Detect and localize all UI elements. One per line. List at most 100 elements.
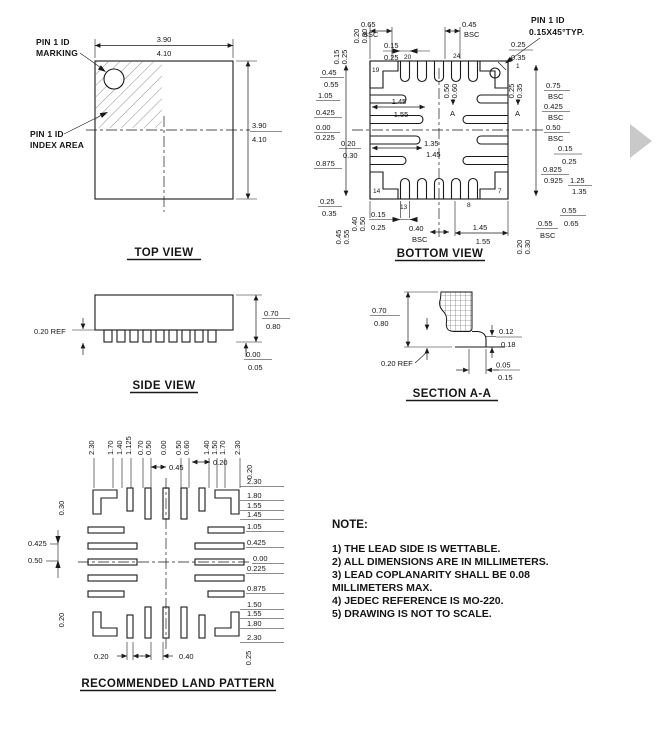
wettable-flank-profile <box>472 330 487 347</box>
ordinate-label: 0.70 <box>136 440 145 455</box>
dim-label: 0.25 <box>371 223 386 232</box>
ordinate-label: 0.875 <box>247 584 266 593</box>
dim-label: BSC <box>363 30 379 39</box>
ordinate-label: 1.55 <box>247 501 262 510</box>
cursor-artifact <box>630 124 652 158</box>
pin1-index-label: INDEX AREA <box>30 140 84 150</box>
dim-label: BSC <box>412 235 428 244</box>
dim-label: 0.50 <box>358 217 367 232</box>
ordinate-label: 1.55 <box>247 609 262 618</box>
side-view: 0.20 REF 0.70 0.80 0.00 0.05 SIDE VIEW <box>34 294 290 394</box>
dim-label: 0.40 <box>409 224 424 233</box>
dim-label: 0.15 <box>558 144 573 153</box>
dim-label: 0.15 <box>384 41 399 50</box>
land-pattern: 2.30 1.70 1.40 1.125 0.70 0.50 0.00 0.50… <box>28 436 284 692</box>
dim-label: 0.25 <box>511 40 526 49</box>
bottom-view: 0.65 BSC 0.45 BSC 0.15 0.25 0.20 0.30 0.… <box>314 15 592 262</box>
dim-label: 0.60 <box>450 84 459 99</box>
dim-label: 1.55 <box>476 237 491 246</box>
dim-label: 4.10 <box>252 135 267 144</box>
ordinate-label: 1.05 <box>247 522 262 531</box>
note-line: MILLIMETERS MAX. <box>332 582 432 594</box>
pin-number: 20 <box>404 54 412 61</box>
ordinate-label: 1.50 <box>247 600 262 609</box>
corner-pad <box>479 60 509 89</box>
section-title: SECTION A-A <box>413 388 492 400</box>
dim-label: 0.35 <box>322 209 337 218</box>
dim-label: 0.30 <box>57 501 66 516</box>
ordinate-label: 1.70 <box>218 440 227 455</box>
ordinate-label: 2.30 <box>87 440 96 455</box>
dim-label: 0.45 <box>462 20 477 29</box>
dim-label: 0.20 <box>515 240 524 255</box>
notes: NOTE: 1) THE LEAD SIDE IS WETTABLE. 2) A… <box>332 519 549 620</box>
dim-label: 0.45 <box>169 463 184 472</box>
dim-label: 1.35 <box>572 187 587 196</box>
land-left-pads <box>87 526 138 598</box>
dim-label: 0.20 REF <box>34 327 66 336</box>
dim-label: 0.20 <box>245 465 254 480</box>
ordinate-label: 0.50 <box>144 440 153 455</box>
ordinate-lines-right <box>240 486 284 643</box>
dim-label: 1.45 <box>392 97 407 106</box>
dim-label: 0.50 <box>442 84 451 99</box>
ordinate-label: 1.80 <box>247 619 262 628</box>
ordinate-label: 2.30 <box>247 633 262 642</box>
dim-label: 0.50 <box>28 556 43 565</box>
dim-label: 0.05 <box>248 363 263 372</box>
dim-label: 0.15 <box>371 210 386 219</box>
section-hatch-body <box>439 291 473 332</box>
dim-label: 0.825 <box>543 165 562 174</box>
side-view-title: SIDE VIEW <box>132 380 195 392</box>
right-edge-pads <box>462 94 508 166</box>
dim-label: 0.20 <box>57 613 66 628</box>
dim-label: 0.25 <box>384 53 399 62</box>
ordinate-label: 1.125 <box>124 436 133 455</box>
top-view: 3.90 4.10 3.90 4.10 PIN 1 ID MARKING PIN… <box>30 35 282 261</box>
dim-label: BSC <box>464 30 480 39</box>
pin-number: 14 <box>373 188 381 195</box>
dim-label: 0.55 <box>342 230 351 245</box>
dim-label: 0.40 <box>350 217 359 232</box>
dim-label: 1.55 <box>394 110 409 119</box>
dim-label: 0.55 <box>562 206 577 215</box>
dim-label: 0.25 <box>562 157 577 166</box>
dim-label: 1.25 <box>570 176 585 185</box>
ordinate-label: 0.60 <box>182 440 191 455</box>
pin-number: 13 <box>400 204 408 211</box>
land-corner-pad <box>214 489 240 515</box>
dim-label: 0.70 <box>264 309 279 318</box>
dim-label: 0.30 <box>343 151 358 160</box>
ordinate-label: 1.45 <box>247 510 262 519</box>
dim-label: 0.25 <box>507 84 516 99</box>
pin1-chamfer-mark <box>489 67 501 79</box>
dim-label: 0.80 <box>374 319 389 328</box>
dim-label: 0.55 <box>538 219 553 228</box>
dim-label: 0.30 <box>360 29 369 44</box>
ordinate-label: 0.425 <box>247 538 266 547</box>
dim-label: 1.05 <box>318 91 333 100</box>
dim-label: 0.05 <box>496 361 511 370</box>
dim-label: 1.35 <box>424 139 439 148</box>
dim-label: 0.425 <box>28 539 47 548</box>
pin1-marking-label: MARKING <box>36 48 78 58</box>
dim-label: 0.18 <box>501 340 516 349</box>
land-corner-pad <box>92 611 118 637</box>
dim-label: 0.75 <box>546 81 561 90</box>
dim-label: 0.20 <box>213 458 228 467</box>
dim-label: 0.20 <box>341 139 356 148</box>
dim-label: 0.20 <box>352 29 361 44</box>
pin-number: 24 <box>453 53 461 60</box>
dim-label: 3.90 <box>252 121 267 130</box>
dim-label: 0.35 <box>515 84 524 99</box>
dim-label: 0.45 <box>322 68 337 77</box>
dim-label: 3.90 <box>157 35 172 44</box>
dim-label: 0.00 <box>316 123 331 132</box>
dim-label: 0.15 <box>498 373 513 382</box>
dim-label: 0.35 <box>511 53 526 62</box>
note-line: 3) LEAD COPLANARITY SHALL BE 0.08 <box>332 569 530 581</box>
dim-label: 0.12 <box>499 327 514 336</box>
ordinate-label: 2.30 <box>233 440 242 455</box>
dim-label: BSC <box>540 231 556 240</box>
